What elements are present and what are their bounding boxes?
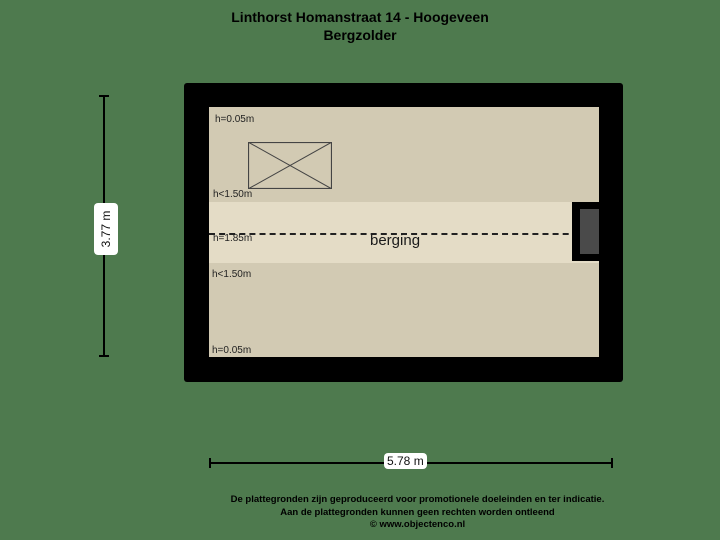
ridge-line <box>209 233 599 235</box>
plan-title: Linthorst Homanstraat 14 - Hoogeveen <box>231 9 489 25</box>
dimension-tick-bottom <box>99 355 109 357</box>
depth-dimension-label: 3.77 m <box>94 203 118 255</box>
dimension-tick-left <box>209 458 211 468</box>
room-name: berging <box>370 232 421 249</box>
chimney-icon <box>580 209 599 254</box>
disclaimer-line-2: Aan de plattegronden kunnen geen rechten… <box>280 507 555 518</box>
dimension-tick-top <box>99 95 109 97</box>
depth-value: 3.77 m <box>99 210 113 248</box>
height-label-lower-slope: h<1.50m <box>212 269 252 280</box>
disclaimer-line-1: De plattegronden zijn geproduceerd voor … <box>230 494 605 505</box>
width-dimension-label: 5.78 m <box>384 453 427 469</box>
height-label-upper-slope: h<1.50m <box>213 189 253 200</box>
height-label-top: h=0.05m <box>215 114 255 125</box>
height-label-bottom: h=0.05m <box>212 345 252 356</box>
copyright: © www.objectenco.nl <box>369 519 466 530</box>
roof-hatch-icon <box>248 142 332 189</box>
floor-name: Bergzolder <box>323 27 397 43</box>
dimension-tick-right <box>611 458 613 468</box>
height-label-ridge: h=1.85m <box>213 233 253 244</box>
full-height-zone <box>209 202 599 263</box>
